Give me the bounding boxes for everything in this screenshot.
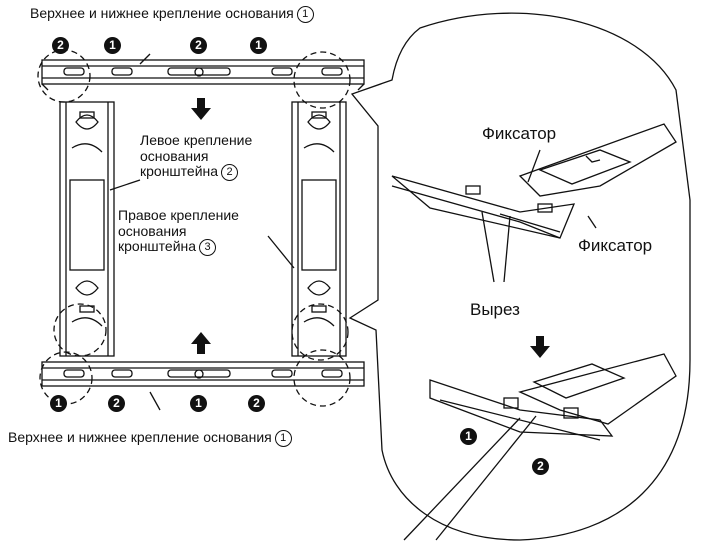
badge-bottom-2: 2	[108, 395, 125, 412]
badge-top-1: 2	[52, 37, 69, 54]
badge-top-4: 1	[250, 37, 267, 54]
upper-detail-parts	[391, 123, 677, 283]
bottom-horizontal-rail	[41, 361, 365, 387]
badge-detail-1: 1	[460, 428, 477, 445]
left-label-leader	[109, 179, 141, 191]
right-label-leader	[267, 235, 295, 269]
top-horizontal-rail	[41, 59, 365, 91]
badge-top-3: 2	[190, 37, 207, 54]
bottom-label-leader	[149, 391, 161, 411]
badge-bottom-3: 1	[190, 395, 207, 412]
badge-top-2: 1	[104, 37, 121, 54]
badge-bottom-4: 2	[248, 395, 265, 412]
latch-top-label: Фиксатор	[482, 124, 557, 143]
left-vertical-bracket	[59, 101, 115, 357]
arrow-down-top	[191, 98, 211, 120]
lower-detail-parts	[403, 353, 677, 541]
detail-callout	[348, 12, 691, 541]
badge-detail-2: 2	[532, 458, 549, 475]
right-vertical-bracket	[291, 101, 347, 357]
arrow-down-detail	[530, 336, 550, 358]
top-label-leader	[139, 53, 151, 65]
cutout-label: Вырез	[470, 300, 520, 319]
direction-arrows	[191, 98, 550, 358]
badge-bottom-1: 1	[50, 395, 67, 412]
latch-right-label: Фиксатор	[578, 236, 653, 255]
arrow-up-bottom	[191, 332, 211, 354]
